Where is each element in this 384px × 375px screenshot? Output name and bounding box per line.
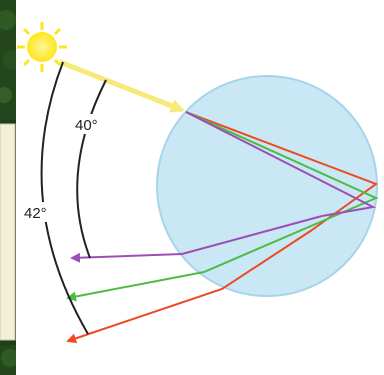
violet-internal-ray bbox=[185, 111, 377, 217]
green-exit-ray bbox=[66, 222, 319, 302]
angle-label-40: 40° bbox=[75, 117, 98, 134]
angle-arc-42 bbox=[40, 61, 89, 335]
water-droplet bbox=[156, 75, 378, 297]
side-panel bbox=[0, 123, 16, 341]
exit-rays bbox=[66, 215, 323, 344]
sunlight-ray bbox=[59, 59, 185, 113]
internal-rays bbox=[185, 111, 379, 231]
sun-icon bbox=[17, 22, 67, 72]
angle-label-42: 42° bbox=[24, 205, 47, 222]
red-exit-ray bbox=[66, 229, 313, 344]
violet-exit-ray bbox=[70, 215, 323, 263]
angle-arc-40 bbox=[76, 79, 107, 259]
green-internal-ray bbox=[185, 111, 379, 224]
